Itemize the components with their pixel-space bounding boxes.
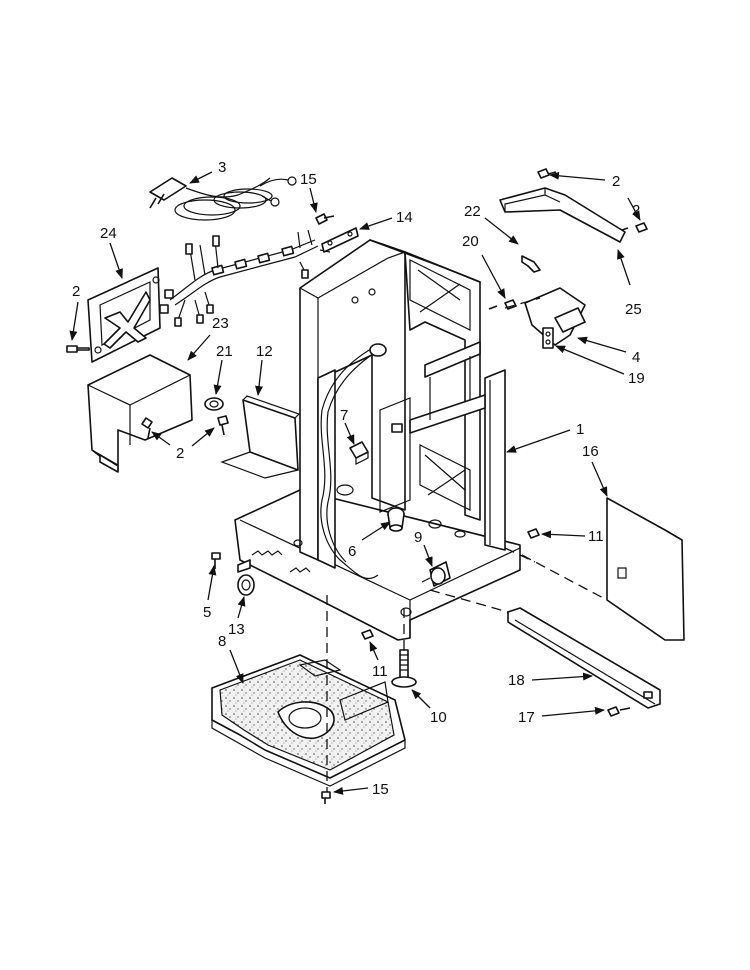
callout-7: 7 (340, 407, 348, 424)
callout-13: 13 (228, 621, 245, 638)
callout-15-bottom: 15 (372, 781, 389, 798)
callout-17: 17 (518, 709, 535, 726)
switch-bracket-part (524, 287, 586, 349)
callout-2-top-right: 2 (612, 173, 620, 190)
lower-cover-part (87, 354, 193, 473)
power-cord-part (149, 176, 297, 221)
callout-20: 20 (462, 233, 479, 250)
callout-labels: 3 15 14 2 22 24 20 2 25 23 21 12 4 19 7 … (72, 159, 645, 798)
callout-11-right: 11 (588, 528, 604, 545)
callout-19: 19 (628, 370, 645, 387)
assembly-lines (326, 297, 608, 792)
callout-1: 1 (576, 421, 584, 438)
base-pan-part (211, 654, 406, 787)
wiring-harness-part (159, 229, 331, 327)
pump-part (387, 507, 405, 532)
callout-2-left: 2 (72, 283, 80, 300)
main-frame-part (234, 239, 521, 641)
motor-part (421, 561, 451, 587)
callout-9: 9 (414, 529, 422, 546)
grommet-part (204, 397, 224, 411)
callout-18: 18 (508, 672, 525, 689)
leader-lines (69, 171, 641, 795)
caster-part (237, 559, 255, 596)
callout-14: 14 (396, 209, 413, 226)
callout-2-right-lower: 2 (632, 202, 640, 219)
callout-15-top: 15 (300, 171, 317, 188)
vent-bracket-part (220, 395, 301, 479)
callout-22: 22 (464, 203, 481, 220)
callout-4: 4 (632, 349, 640, 366)
small-switch-part (349, 441, 369, 465)
clip-part (521, 255, 541, 273)
callout-12: 12 (256, 343, 273, 360)
callout-2-lower: 2 (176, 445, 184, 462)
callout-3: 3 (218, 159, 226, 176)
leveling-leg-part (391, 649, 417, 688)
callout-21: 21 (216, 343, 233, 360)
callout-8: 8 (218, 633, 226, 650)
callout-24: 24 (100, 225, 117, 242)
callout-23: 23 (212, 315, 229, 332)
callout-6: 6 (348, 543, 356, 560)
callout-11-lower: 11 (372, 663, 388, 680)
callout-16: 16 (582, 443, 599, 460)
side-panel-part (606, 497, 685, 641)
callout-25: 25 (625, 301, 642, 318)
top-bracket-part (321, 227, 359, 253)
top-rail-part (499, 187, 626, 243)
slide-rail-part (507, 607, 661, 709)
left-bracket-part (87, 267, 161, 363)
callout-5: 5 (203, 604, 211, 621)
callout-10: 10 (430, 709, 447, 726)
